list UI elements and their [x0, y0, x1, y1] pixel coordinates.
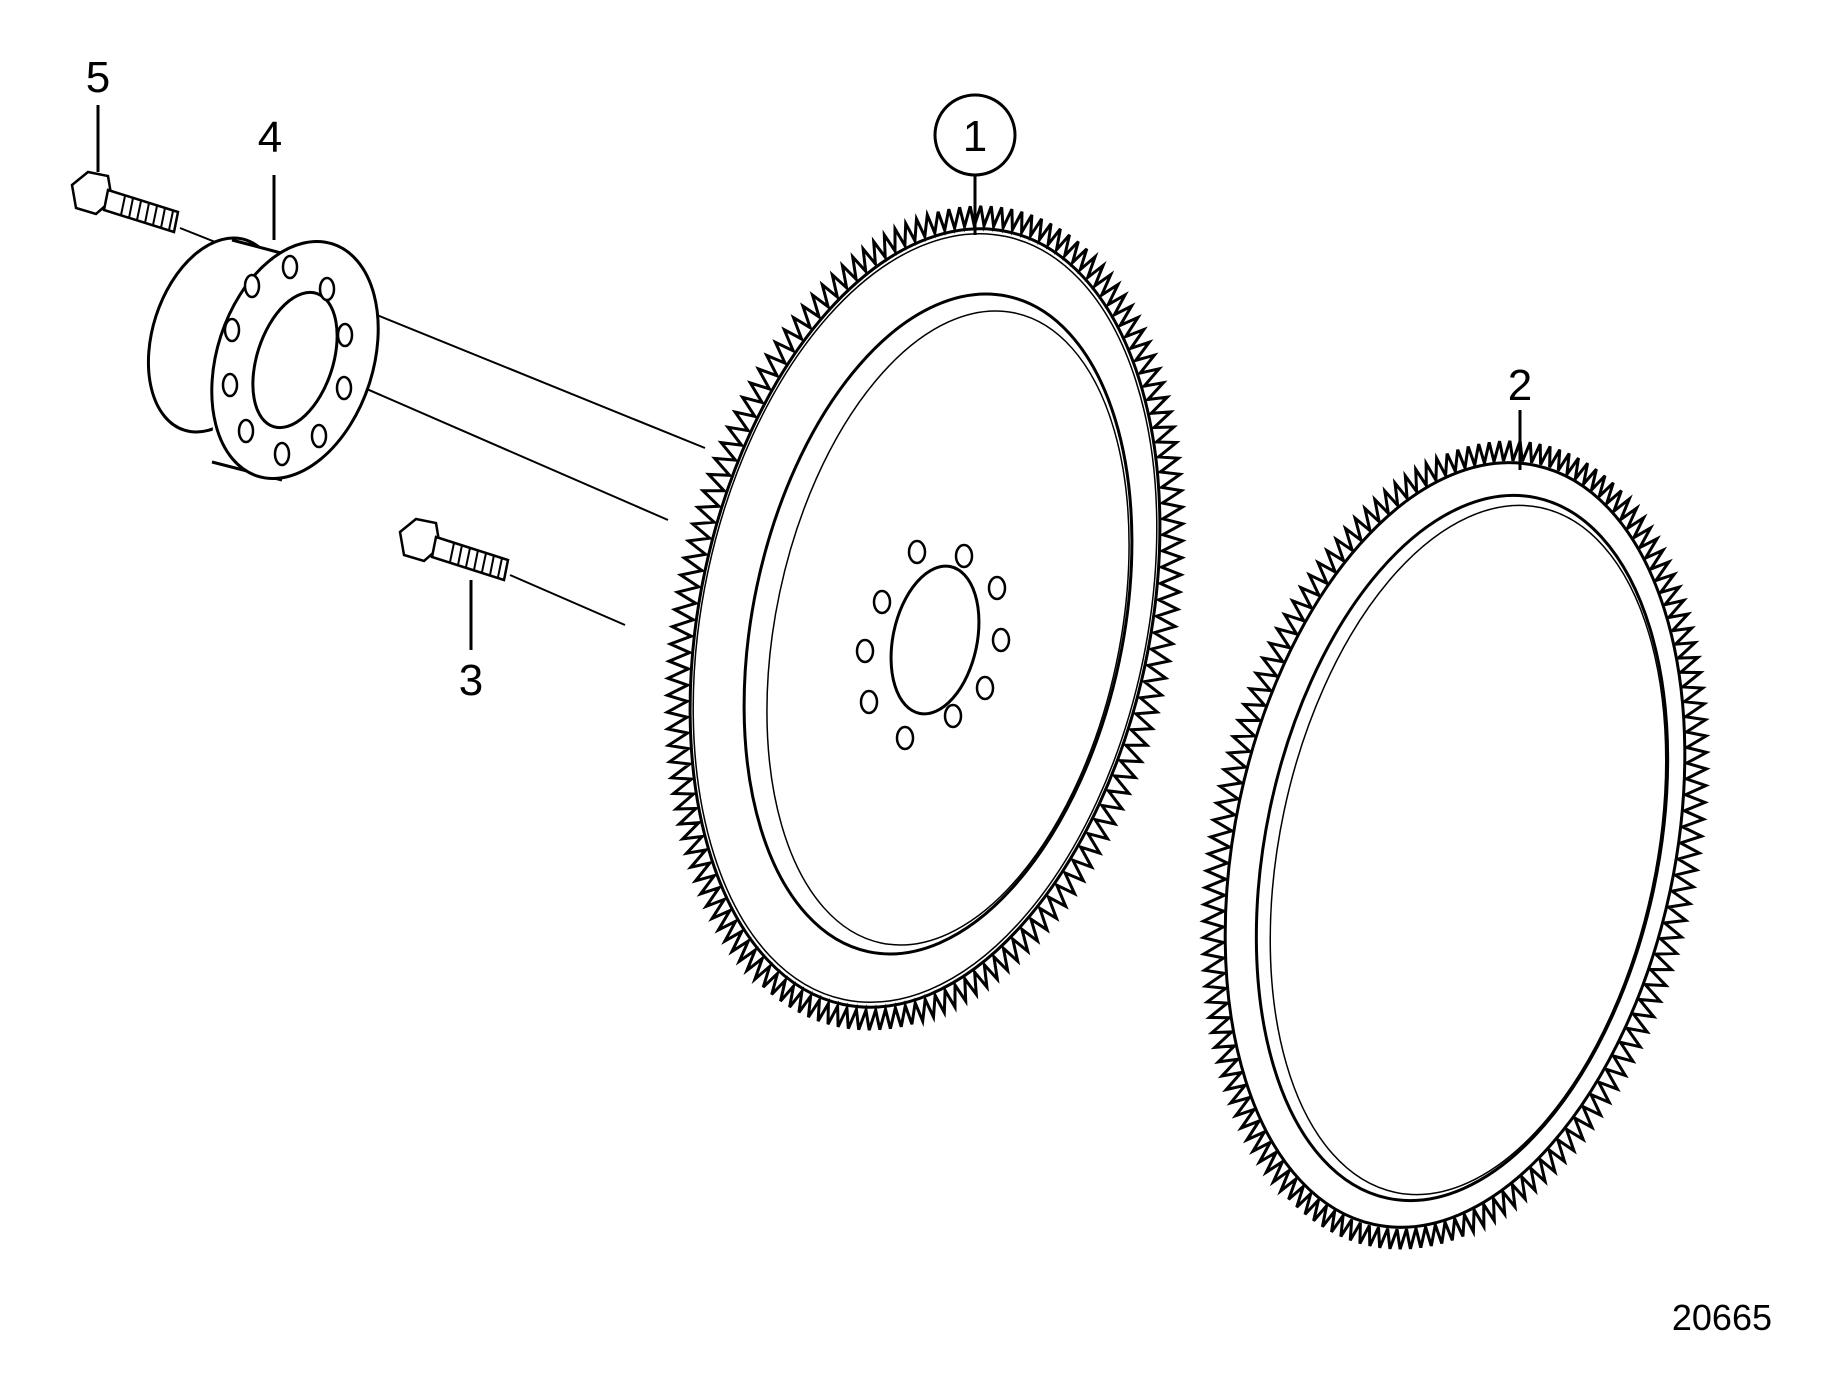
centerline-hub-upper — [334, 297, 706, 449]
bolt-shank — [430, 535, 510, 582]
hub-bolt-holes — [221, 254, 354, 467]
callout-2: 2 — [1508, 361, 1532, 410]
flywheel-bolt-holes — [855, 539, 1011, 751]
flywheel-face-recess — [742, 292, 1134, 956]
flywheel-rim-inner — [692, 232, 1158, 1004]
flywheel-teeth — [663, 205, 1187, 1031]
bolt-shank — [102, 188, 180, 234]
callout-leaders — [96, 105, 1522, 650]
ring-gear-bore — [1254, 493, 1670, 1203]
flywheel-icon — [663, 205, 1187, 1031]
figure-number: 20665 — [1672, 1297, 1772, 1338]
ring-gear-bore-chamfer — [1269, 504, 1667, 1196]
bolt-threads — [449, 542, 503, 578]
hub-flange-icon — [146, 236, 380, 482]
ring-gear-icon — [1199, 440, 1711, 1250]
flywheel-bore — [889, 564, 981, 716]
callout-4: 4 — [258, 113, 282, 162]
callout-circle-1 — [933, 93, 1017, 177]
bolt-threads — [120, 195, 174, 231]
bolt-icon — [398, 517, 510, 582]
callout-3: 3 — [459, 656, 483, 705]
callout-5: 5 — [86, 53, 110, 102]
bolt-icon — [70, 170, 180, 234]
flywheel-face-recess-inner — [766, 310, 1130, 946]
centerline-bolt-3 — [509, 574, 626, 626]
callouts: 1 2 3 4 5 — [86, 53, 1532, 705]
hub-bore — [251, 290, 339, 430]
flywheel-rim-outer — [688, 227, 1162, 1009]
callout-1: 1 — [963, 112, 987, 161]
